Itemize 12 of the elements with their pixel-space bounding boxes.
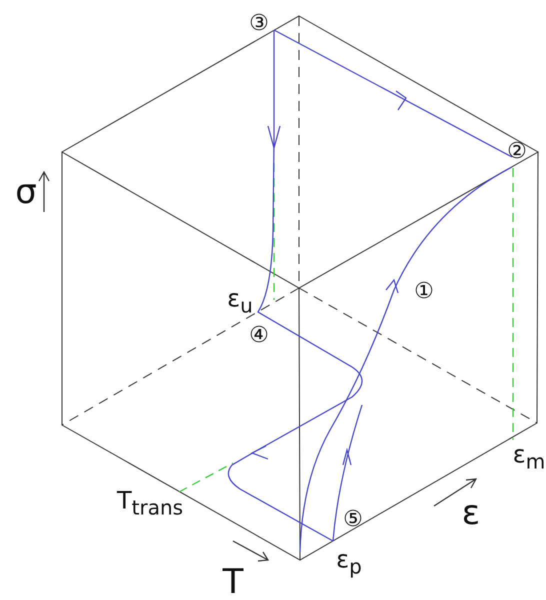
axis-label: σ bbox=[15, 175, 37, 209]
axis-label: ε$_{p}$ bbox=[336, 548, 362, 576]
point-number: ⑤ bbox=[343, 509, 363, 531]
point-number: ③ bbox=[249, 13, 269, 35]
point-number: ④ bbox=[249, 325, 269, 347]
point-number: ① bbox=[414, 281, 434, 303]
axis-label: T$_{trans}$ bbox=[116, 488, 184, 518]
axis-label: ε$_{m}$ bbox=[512, 442, 546, 472]
axis-label: T bbox=[222, 565, 244, 599]
axis-label: ε$_{u}$ bbox=[227, 286, 253, 316]
point-number: ② bbox=[507, 141, 527, 163]
axis-label: ε bbox=[462, 496, 480, 530]
